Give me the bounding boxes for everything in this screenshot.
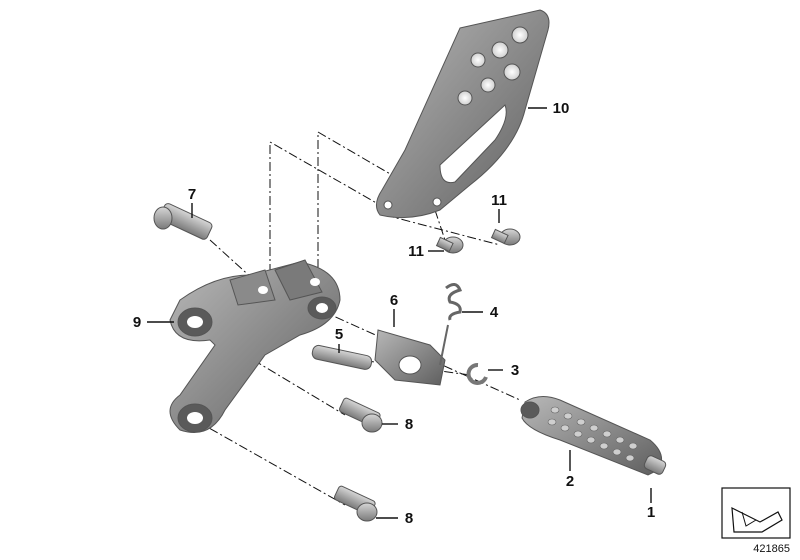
- spring-4-part: [439, 283, 463, 366]
- document-number: 421865: [753, 543, 790, 555]
- callout-8-upper: 8: [405, 416, 413, 433]
- callout-6: 6: [390, 292, 398, 309]
- screw-11-lower-part: [435, 236, 464, 254]
- callout-5: 5: [335, 326, 343, 343]
- callout-1: 1: [647, 504, 655, 521]
- callout-10: 10: [553, 100, 570, 117]
- callout-3: 3: [511, 362, 519, 379]
- callout-labels: 1 2 3 4 5 6 7 8 8 9 10 11 11: [133, 100, 655, 527]
- footrest-bracket-part: [169, 259, 341, 433]
- callout-2: 2: [566, 473, 574, 490]
- leader-lines: [147, 107, 652, 519]
- pin-5-part: [311, 344, 373, 370]
- callout-8-lower: 8: [405, 510, 413, 527]
- callout-4: 4: [490, 304, 499, 321]
- footpeg-2-part: [520, 396, 667, 476]
- callout-7: 7: [188, 186, 196, 203]
- heel-plate-part: [376, 9, 550, 219]
- bolt-8-lower-part: [333, 485, 378, 522]
- bolt-8-upper-part: [338, 397, 383, 433]
- callout-9: 9: [133, 314, 141, 331]
- direction-arrow-icon: [721, 487, 791, 539]
- pivot-block-6-part: [374, 329, 446, 386]
- callout-11-lower: 11: [408, 243, 424, 260]
- clip-3-part: [466, 363, 488, 385]
- screw-11-upper-part: [490, 228, 521, 246]
- callout-11-upper: 11: [491, 192, 507, 209]
- bolt-7-part: [153, 203, 213, 240]
